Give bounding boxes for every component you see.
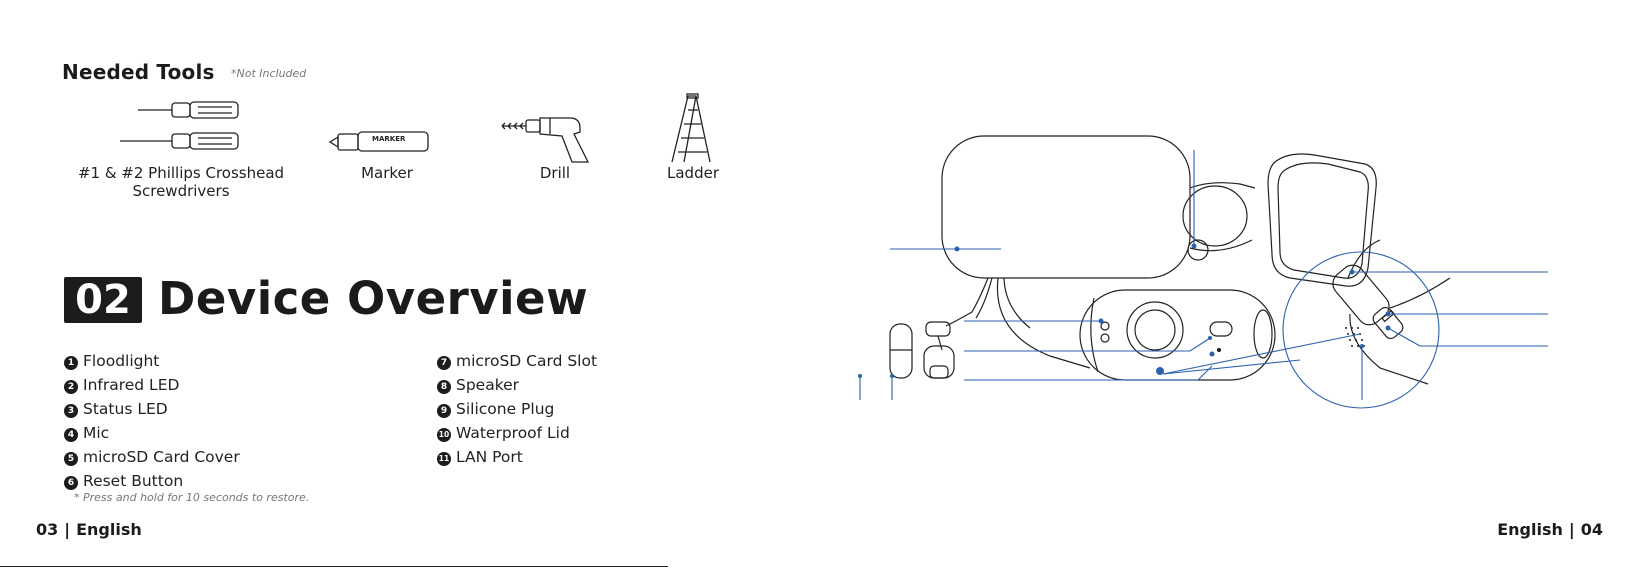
part-number: 4 <box>64 428 78 442</box>
part-label: LAN Port <box>456 448 523 466</box>
page-number-right: 04 <box>1580 520 1603 539</box>
part-number: 3 <box>64 404 78 418</box>
second-light-head <box>1267 153 1377 287</box>
tool-label-marker: Marker <box>361 164 413 182</box>
tool-label-drill: Drill <box>539 164 571 182</box>
part-number: 7 <box>437 356 451 370</box>
part-item: 7 microSD Card Slot <box>437 350 597 372</box>
part-label: Waterproof Lid <box>456 424 570 442</box>
part-number: 9 <box>437 404 451 418</box>
screwdrivers-icon <box>120 101 239 150</box>
bottom-rule <box>0 566 668 567</box>
section-number-badge: 02 <box>64 277 142 323</box>
part-label: Speaker <box>456 376 520 394</box>
page-number-left: 03 <box>36 520 59 539</box>
reset-note: * Press and hold for 10 seconds to resto… <box>74 491 310 504</box>
needed-tools-title: Needed Tools <box>62 60 215 84</box>
not-included-note: *Not Included <box>231 67 307 80</box>
part-label: Status LED <box>83 400 168 418</box>
part-label: Floodlight <box>83 352 160 370</box>
part-label: Silicone Plug <box>456 400 555 418</box>
part-item: 2 Infrared LED <box>64 374 179 396</box>
zoom-circle <box>1282 251 1440 409</box>
part-label: Reset Button <box>83 472 184 490</box>
part-label: Infrared LED <box>83 376 180 394</box>
floodlight-panel <box>941 135 1191 279</box>
part-item: 1 Floodlight <box>64 350 159 372</box>
part-item: 5 microSD Card Cover <box>64 446 240 468</box>
part-label: microSD Card Cover <box>83 448 240 466</box>
footer-right: English|04 <box>1497 520 1603 539</box>
part-number: 11 <box>437 452 451 466</box>
language-label-right: English <box>1497 520 1563 539</box>
callout-lines <box>859 150 1548 409</box>
language-label-left: English <box>76 520 142 539</box>
part-label: Mic <box>83 424 110 442</box>
camera-body <box>1079 289 1276 381</box>
marker-icon: MARKER <box>328 131 429 152</box>
part-item: 6 Reset Button <box>64 470 183 492</box>
section-title: Device Overview <box>158 272 589 325</box>
part-item: 9 Silicone Plug <box>437 398 554 420</box>
part-item: 10 Waterproof Lid <box>437 422 570 444</box>
part-number: 1 <box>64 356 78 370</box>
part-item: 4 Mic <box>64 422 109 444</box>
marker-text: MARKER <box>372 135 406 143</box>
part-item: 8 Speaker <box>437 374 519 396</box>
device-diagram <box>858 135 1548 409</box>
part-number: 10 <box>437 428 451 442</box>
part-number: 2 <box>64 380 78 394</box>
drill-icon <box>501 117 590 163</box>
part-item: 11 LAN Port <box>437 446 523 468</box>
tool-label-screwdrivers: #1 & #2 Phillips Crosshead Screwdrivers <box>77 164 285 200</box>
part-item: 3 Status LED <box>64 398 168 420</box>
part-label: microSD Card Slot <box>456 352 598 370</box>
part-number: 6 <box>64 476 78 490</box>
ladder-icon <box>671 93 711 163</box>
part-number: 5 <box>64 452 78 466</box>
tool-label-ladder: Ladder <box>667 164 719 182</box>
footer-left: 03|English <box>36 520 142 539</box>
part-number: 8 <box>437 380 451 394</box>
